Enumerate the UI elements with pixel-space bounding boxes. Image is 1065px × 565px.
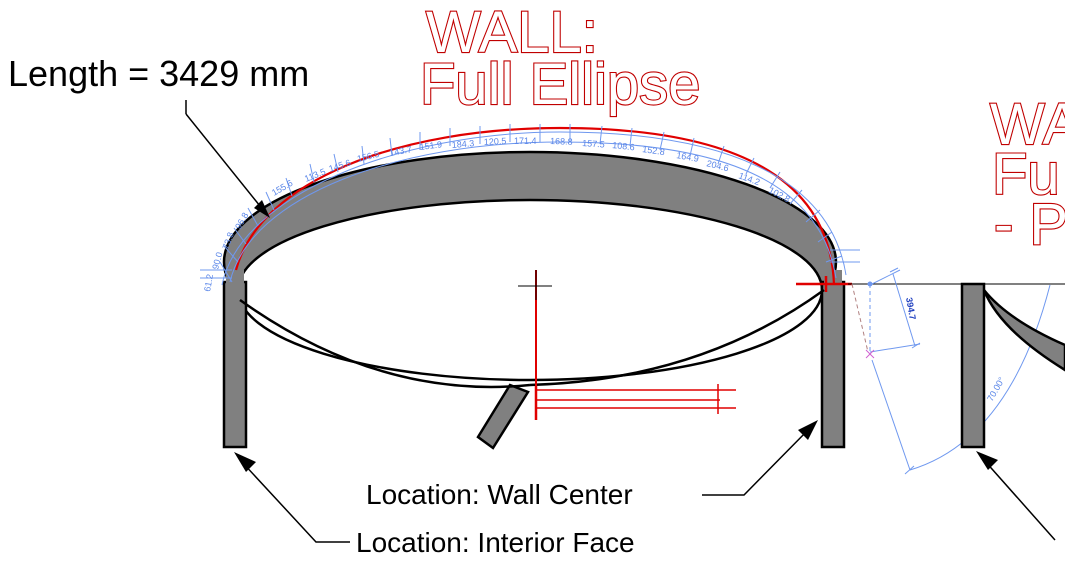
seg-label: 184.3 bbox=[451, 138, 474, 150]
offset-value: 394.7 bbox=[904, 297, 918, 321]
elliptical-wall[interactable] bbox=[222, 150, 846, 450]
seg-label: 204.6 bbox=[706, 158, 730, 173]
seg-label: 157.5 bbox=[582, 138, 605, 150]
wall-title-line1: WALL: bbox=[426, 0, 598, 65]
interior-leader bbox=[241, 461, 350, 543]
wall-leg-right bbox=[820, 280, 846, 449]
right-title-line2: Fu bbox=[992, 142, 1060, 207]
seg-label: 143.7 bbox=[389, 144, 413, 158]
location-wall-center-label: Location: Wall Center bbox=[366, 479, 633, 510]
offset-dimension[interactable]: 394.7 70.00° bbox=[848, 267, 1065, 475]
seg-label: 168.8 bbox=[550, 136, 573, 147]
partial-ellipse-wall[interactable] bbox=[960, 282, 1065, 449]
seg-label: 120.5 bbox=[484, 136, 507, 147]
seg-label: 156.5 bbox=[356, 149, 380, 164]
location-reference-lines bbox=[518, 270, 736, 420]
seg-label: 151.9 bbox=[419, 139, 443, 152]
right-title-line1: WA bbox=[990, 92, 1065, 157]
wall-inner-edge bbox=[236, 198, 824, 382]
seg-label: 145.6 bbox=[328, 157, 353, 173]
seg-label: 61.2 bbox=[202, 273, 215, 292]
seg-label: 164.9 bbox=[676, 150, 700, 164]
center-leader bbox=[702, 427, 811, 496]
segment-dimension-chain bbox=[200, 124, 860, 286]
seg-label: 90.0 bbox=[210, 251, 224, 271]
length-annotation: Length = 3429 mm bbox=[8, 53, 309, 94]
seg-label: 152.8 bbox=[642, 144, 666, 157]
wall-leg-left bbox=[222, 280, 248, 449]
seg-label: 108.6 bbox=[612, 140, 635, 152]
angle-value: 70.00° bbox=[985, 375, 1007, 403]
seg-label: 171.4 bbox=[514, 136, 537, 146]
right-title-line3: - P bbox=[994, 192, 1065, 257]
wall-title-line2: Full Ellipse bbox=[420, 52, 700, 117]
wall-branch-stub bbox=[476, 383, 530, 450]
right-leader bbox=[983, 459, 1056, 541]
location-interior-face-label: Location: Interior Face bbox=[356, 527, 635, 558]
